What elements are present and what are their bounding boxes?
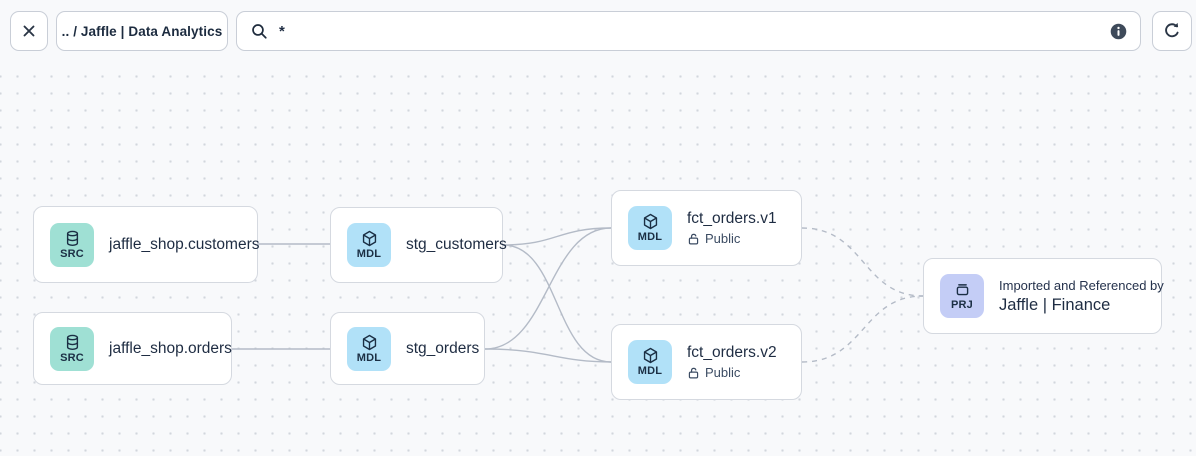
node-text: fct_orders.v2 Public	[687, 344, 777, 380]
edge-fct_v1-project	[801, 227, 924, 297]
cube-icon	[642, 347, 659, 364]
lock-open-icon	[687, 232, 700, 245]
badge-label: MDL	[356, 248, 382, 260]
node-fct-orders-v1[interactable]: MDL fct_orders.v1 Public	[611, 190, 802, 266]
bottom-strip	[0, 456, 1196, 467]
model-badge: MDL	[347, 326, 391, 371]
badge-label: PRJ	[951, 299, 973, 311]
search-bar[interactable]	[236, 11, 1141, 51]
refresh-button[interactable]	[1152, 11, 1192, 51]
model-badge: MDL	[628, 340, 672, 384]
edge-stg_customers-fct_v1	[502, 227, 612, 246]
project-subtitle: Imported and Referenced by	[999, 277, 1164, 293]
breadcrumb[interactable]: .. / Jaffle | Data Analytics	[56, 11, 228, 51]
database-icon	[64, 334, 81, 351]
node-stg-orders[interactable]: MDL stg_orders	[330, 312, 485, 385]
source-badge: SRC	[50, 222, 94, 267]
node-text: fct_orders.v1 Public	[687, 210, 777, 246]
node-title: stg_customers	[406, 236, 507, 253]
search-input[interactable]	[279, 22, 1099, 40]
node-title: jaffle_shop.customers	[109, 235, 260, 253]
node-jaffle-finance-project[interactable]: PRJ Imported and Referenced by Jaffle | …	[923, 258, 1164, 334]
lock-open-icon	[687, 366, 700, 379]
toolbar: .. / Jaffle | Data Analytics	[0, 0, 1196, 62]
edge-stg_orders-fct_v1	[484, 227, 612, 350]
access-row: Public	[687, 365, 777, 380]
edge-fct_v2-project	[801, 295, 924, 363]
edge-stg_orders-fct_v2	[484, 348, 612, 363]
badge-label: SRC	[60, 247, 84, 260]
node-title: jaffle_shop.orders	[109, 339, 232, 357]
node-jaffle-shop-customers[interactable]: SRC jaffle_shop.customers	[33, 206, 260, 283]
badge-label: SRC	[60, 351, 84, 364]
breadcrumb-label: .. / Jaffle | Data Analytics	[61, 23, 223, 39]
close-icon	[20, 22, 38, 40]
project-badge: PRJ	[940, 274, 984, 318]
search-icon	[250, 22, 269, 41]
close-button[interactable]	[10, 11, 48, 51]
badge-label: MDL	[637, 365, 663, 377]
access-label: Public	[705, 365, 741, 380]
badge-label: MDL	[356, 351, 382, 364]
package-icon	[954, 281, 971, 298]
cube-icon	[642, 213, 659, 230]
node-title: stg_orders	[406, 339, 480, 357]
cube-icon	[361, 334, 378, 351]
cube-icon	[361, 230, 378, 247]
node-stg-customers[interactable]: MDL stg_customers	[330, 207, 507, 283]
node-text: Imported and Referenced by Jaffle | Fina…	[999, 278, 1164, 315]
source-badge: SRC	[50, 326, 94, 371]
model-badge: MDL	[628, 206, 672, 250]
node-title: fct_orders.v2	[687, 344, 777, 361]
node-fct-orders-v2[interactable]: MDL fct_orders.v2 Public	[611, 324, 802, 400]
access-label: Public	[705, 231, 741, 246]
badge-label: MDL	[637, 231, 663, 243]
project-title: Jaffle | Finance	[999, 295, 1111, 314]
node-jaffle-shop-orders[interactable]: SRC jaffle_shop.orders	[33, 312, 232, 385]
node-title: fct_orders.v1	[687, 210, 777, 227]
access-row: Public	[687, 231, 777, 246]
edge-stg_customers-fct_v2	[502, 244, 612, 363]
refresh-icon	[1162, 21, 1182, 41]
model-badge: MDL	[347, 223, 391, 267]
database-icon	[64, 230, 81, 247]
info-icon[interactable]	[1109, 22, 1128, 41]
